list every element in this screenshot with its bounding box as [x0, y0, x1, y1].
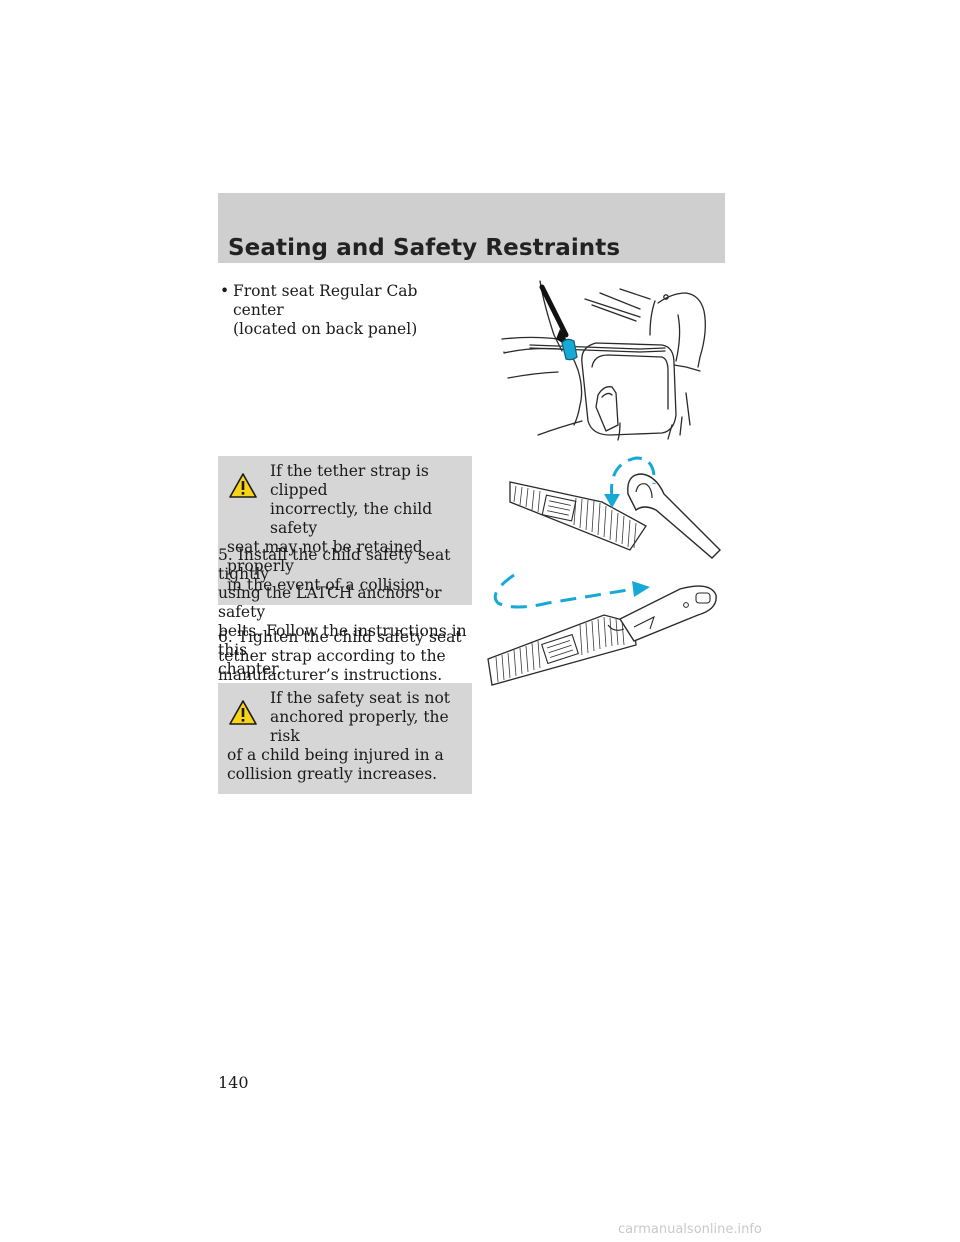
warning-box-2: If the safety seat is not anchored prope…	[218, 683, 472, 794]
step-6-paragraph: 6. Tighten the child safety seat tether …	[218, 628, 462, 684]
header-band: Seating and Safety Restraints	[218, 193, 725, 263]
dashed-arrow-icon	[493, 573, 635, 609]
arrow-icon	[539, 284, 569, 338]
dashed-arrow-icon	[610, 456, 656, 499]
seat-tether-anchor-illustration	[501, 280, 706, 441]
bullet-item: • Front seat Regular Cab center (located…	[218, 282, 473, 339]
tether-strap-hook-illustration	[509, 456, 721, 559]
step-5-paragraph: 5. Install the child safety seat tightly…	[218, 546, 467, 678]
warning-triangle-icon	[229, 473, 257, 498]
warning-box-1: If the tether strap is clipped incorrect…	[218, 456, 472, 605]
watermark: carmanualsonline.info	[618, 1222, 762, 1237]
bullet-text: Front seat Regular Cab center (located o…	[233, 282, 418, 338]
bullet-dot: •	[220, 282, 230, 300]
warning-triangle-icon	[229, 700, 257, 725]
page-title: Seating and Safety Restraints	[228, 235, 621, 261]
tether-strap-adjuster-illustration	[487, 573, 717, 686]
page-number: 140	[218, 1073, 249, 1092]
